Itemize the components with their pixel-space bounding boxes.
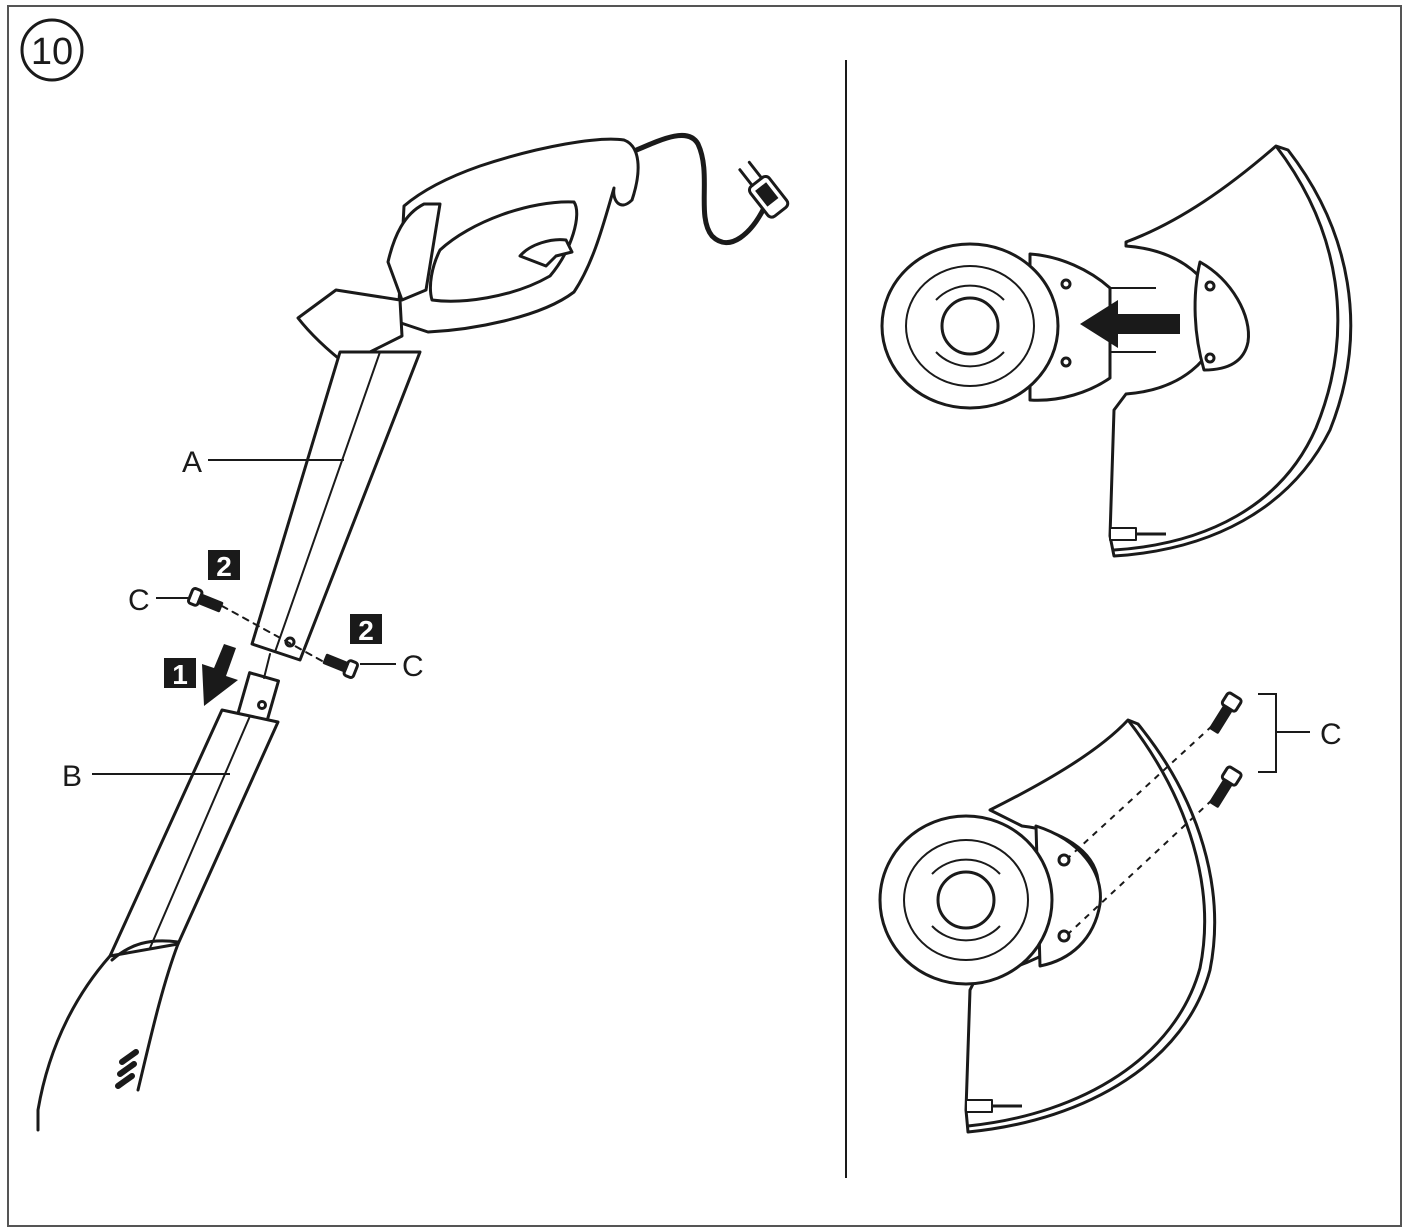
plug-pin-1: [738, 168, 754, 188]
label-screws-guard: C: [1320, 718, 1342, 751]
guard-mount-plate-bottom: [1034, 824, 1102, 968]
figure-number-circle: [20, 18, 84, 82]
screw-left-shank: [196, 593, 224, 613]
page-frame: [7, 5, 1402, 1227]
motor-mount-hole-top-1: [1060, 278, 1072, 290]
guard-edge-blade-bottom: [965, 1099, 993, 1113]
guard-screw-view: [878, 691, 1243, 1134]
guard-screw-2-icon: [1209, 765, 1243, 808]
handle-grip-opening: [428, 200, 579, 303]
label-handle: A: [182, 446, 202, 479]
guard-screw-2-shank: [1209, 778, 1233, 808]
label-screw-right: C: [402, 650, 424, 683]
upper-tube-edge: [274, 351, 381, 653]
spool-groove-bottom-1: [931, 858, 1001, 875]
figure-number-text: 10: [31, 31, 73, 73]
guard-edge-blade-top: [1109, 527, 1137, 541]
trigger-switch: [518, 238, 574, 268]
step-badge-screw-left-box: [208, 550, 240, 580]
figure-number: 10: [20, 18, 84, 82]
motor-housing: [36, 942, 180, 1132]
screw-axis-dashes: [221, 605, 325, 663]
step-badge-insert-text: 1: [172, 659, 188, 690]
label-screw-left: C: [128, 584, 150, 617]
connector-wire: [263, 653, 271, 679]
lower-tube-edge: [149, 715, 251, 949]
screw-right-icon: [322, 653, 360, 680]
screws-bracket: [1258, 693, 1310, 773]
power-cord: [629, 133, 767, 245]
step-badge-screw-left: 2: [208, 550, 240, 582]
motor-mount-hole-top-2: [1060, 356, 1072, 368]
plug-grip: [755, 182, 779, 207]
housing-seam: [110, 939, 180, 962]
screw-left-icon: [186, 586, 224, 613]
guard-direction-arrow: [1080, 300, 1180, 348]
screw-guide-dashes: [1067, 725, 1213, 935]
step-badge-screw-right: 2: [350, 614, 382, 646]
spool-groove-bottom-2: [931, 925, 1001, 942]
guard-screw-1-icon: [1209, 691, 1243, 734]
guard-hole-top-2: [1204, 352, 1216, 364]
leader-lines-left: [92, 459, 396, 775]
spool-groove-top-2: [935, 351, 1005, 368]
step-badge-screw-left-text: 2: [216, 551, 232, 582]
guard-shield-bottom-rim: [967, 719, 1207, 1128]
plug-pin-2: [747, 160, 764, 180]
step-badge-insert-box: [164, 658, 196, 688]
spool-groove-top-1: [935, 284, 1005, 301]
handle-rear-cap: [296, 288, 404, 368]
spool-center-bottom: [936, 870, 996, 930]
step-badge-screw-right-box: [350, 614, 382, 644]
upper-tube: [250, 350, 422, 662]
guard-hole-bottom-1: [1057, 853, 1071, 867]
guard-shield-top-rim: [1113, 145, 1340, 552]
spool-center-top: [940, 296, 1000, 356]
cable-strain-relief: [115, 1049, 139, 1089]
guard-hole-bottom-2: [1057, 929, 1071, 943]
guard-alignment-view: [880, 144, 1353, 558]
label-lower-tube: B: [62, 760, 82, 793]
connector-hole: [257, 700, 267, 710]
trimmer-assembly: [36, 133, 790, 1132]
step-badge-insert: 1: [164, 658, 196, 690]
screw-right-shank: [322, 653, 350, 673]
step-badge-screw-right-text: 2: [358, 615, 374, 646]
guard-hole-top-1: [1204, 280, 1216, 292]
power-plug-icon: [738, 160, 790, 219]
handle-neck: [386, 202, 442, 302]
insert-direction-arrow: [202, 644, 238, 706]
lower-tube: [108, 708, 280, 958]
guard-screw-1-shank: [1209, 704, 1233, 734]
